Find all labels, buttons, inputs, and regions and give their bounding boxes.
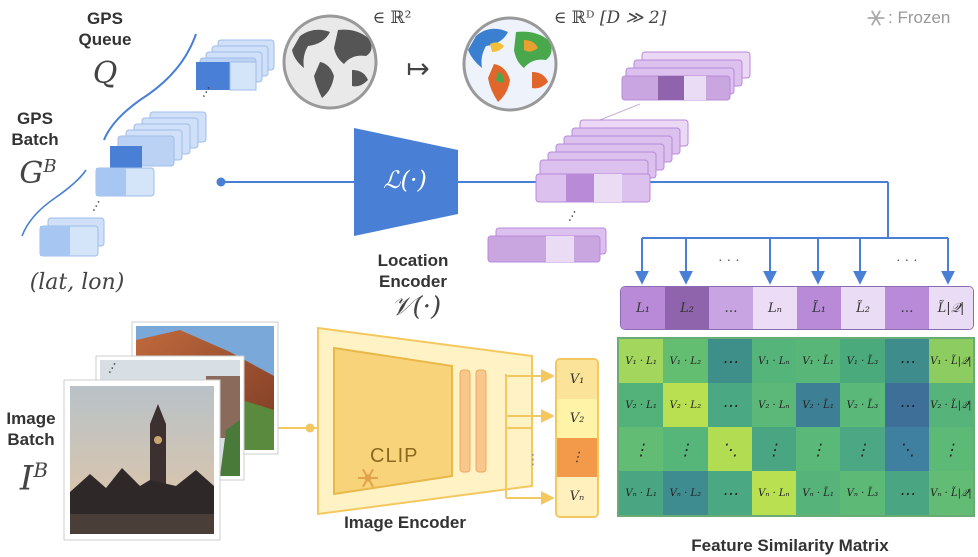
matrix-cell-0-0: V₁ · L₁ <box>619 339 664 383</box>
v-cell-1: V₂ <box>557 399 597 438</box>
matrix-cell-0-6: ⋯ <box>884 339 929 383</box>
feature-similarity-matrix-label: Feature Similarity Matrix <box>691 536 889 555</box>
snowflake-legend-icon <box>867 10 885 26</box>
queue-symbol: Q <box>92 56 118 91</box>
matrix-cell-3-5: Vₙ · L̃₃ <box>840 471 885 515</box>
location-encoder-trapezoid <box>354 128 458 236</box>
globe-color-icon <box>462 16 558 112</box>
adapter-layer-1 <box>459 369 471 473</box>
clip-block <box>333 346 453 496</box>
globe-gray-icon <box>282 14 378 110</box>
fanout-arrows <box>635 238 955 285</box>
image-batch-label: Image Batch <box>6 409 56 449</box>
matrix-cell-2-2: ⋱ <box>707 427 752 471</box>
gps-batch-label: GPS Batch <box>11 109 59 149</box>
l-cell-5: L̃₂ <box>841 287 885 329</box>
clip-label: CLIP <box>370 445 419 467</box>
l-cell-7: L̃|𝒬| <box>929 287 973 329</box>
batch-ellipsis: ··· <box>85 195 106 215</box>
rd-label: ∈ ℝᴰ [D ≫ 2] <box>553 8 667 28</box>
gps-queue-label: GPS Queue <box>78 9 132 49</box>
matrix-cell-1-0: V₂ · L₁ <box>619 383 664 427</box>
v-cell-3: Vₙ <box>557 477 597 516</box>
queue-ellipsis: ··· <box>195 81 216 101</box>
matrix-cell-1-1: V₂ · L₂ <box>663 383 708 427</box>
matrix-cell-1-5: V₂ · L̃₃ <box>840 383 885 427</box>
gps-batch-stack <box>39 111 207 257</box>
l-cell-6: … <box>885 287 929 329</box>
matrix-cell-1-6: ⋯ <box>884 383 929 427</box>
matrix-cell-3-2: ⋯ <box>707 471 752 515</box>
matrix-cell-1-4: V₂ · L̃₁ <box>796 383 841 427</box>
image-batch-symbol: IB <box>19 458 49 499</box>
l-cell-1: L₂ <box>665 287 709 329</box>
image-encoder-fn: 𝒱(·) <box>390 292 442 322</box>
matrix-cell-2-6: ⋱ <box>884 427 929 471</box>
matrix-cell-1-3: V₂ · Lₙ <box>751 383 796 427</box>
matrix-cell-2-5: ⋮ <box>840 427 885 471</box>
purple-stack-ellipsis: ··· <box>561 205 582 225</box>
matrix-cell-3-0: Vₙ · L₁ <box>619 471 664 515</box>
location-encoder-fn: ℒ(·) <box>383 166 427 194</box>
queue-brace <box>103 33 197 141</box>
matrix-cell-2-3: ⋮ <box>751 427 796 471</box>
frozen-text: : Frozen <box>888 8 951 27</box>
matrix-cell-2-4: ⋮ <box>796 427 841 471</box>
matrix-cell-3-3: Vₙ · Lₙ <box>751 471 796 515</box>
purple-batch-stack <box>487 119 689 263</box>
matrix-cell-2-0: ⋮ <box>619 427 664 471</box>
snowflake-icon <box>358 468 378 488</box>
l-cell-0: L₁ <box>621 287 665 329</box>
photo-front-bigben <box>63 379 221 541</box>
l-cell-2: … <box>709 287 753 329</box>
matrix-cell-0-4: V₁ · L̃₁ <box>796 339 841 383</box>
fanout-ellipsis-2: · · · <box>896 251 918 267</box>
location-encoder-label: Location Encoder <box>377 251 449 291</box>
matrix-cell-0-3: V₁ · Lₙ <box>751 339 796 383</box>
purple-queue-stack <box>621 51 751 101</box>
l-cell-4: L̃₁ <box>797 287 841 329</box>
fanout-ellipsis-1: · · · <box>718 251 740 267</box>
l-cell-3: Lₙ <box>753 287 797 329</box>
gps-queue-stack <box>196 39 275 91</box>
matrix-cell-1-2: ⋯ <box>707 383 752 427</box>
adapter-layer-2 <box>475 369 487 473</box>
matrix-cell-3-6: ⋯ <box>884 471 929 515</box>
encoder-to-v-arrows <box>506 369 555 505</box>
matrix-cell-0-5: V₁ · L̃₃ <box>840 339 885 383</box>
matrix-cell-3-1: Vₙ · L₂ <box>663 471 708 515</box>
frozen-legend: : Frozen <box>866 8 950 28</box>
v-cell-2: ⋮ <box>557 438 597 477</box>
matrix-cell-3-7: Vₙ · L̃|𝒬| <box>928 471 973 515</box>
r2-label: ∈ ℝ² <box>372 8 412 28</box>
matrix-cell-2-7: ⋮ <box>928 427 973 471</box>
matrix-cell-0-7: V₁ · L̃|𝒬| <box>928 339 973 383</box>
matrix-cell-3-4: Vₙ · L̃₁ <box>796 471 841 515</box>
batch-symbol: GB <box>19 156 57 191</box>
v-cell-0: V₁ <box>557 360 597 399</box>
photo-ellipsis: ··· <box>101 357 122 377</box>
latlon-label: (lat, lon) <box>29 270 125 295</box>
matrix-cell-1-7: V₂ · L̃|𝒬| <box>928 383 973 427</box>
mapsto-icon: ↦ <box>406 53 430 84</box>
batch-brace <box>21 169 87 237</box>
image-encoder-label: Image Encoder <box>344 513 466 532</box>
matrix-cell-0-2: ⋯ <box>707 339 752 383</box>
matrix-cell-0-1: V₁ · L₂ <box>663 339 708 383</box>
v-arrow-ellipsis: ⋮ <box>526 451 540 467</box>
matrix-cell-2-1: ⋮ <box>663 427 708 471</box>
